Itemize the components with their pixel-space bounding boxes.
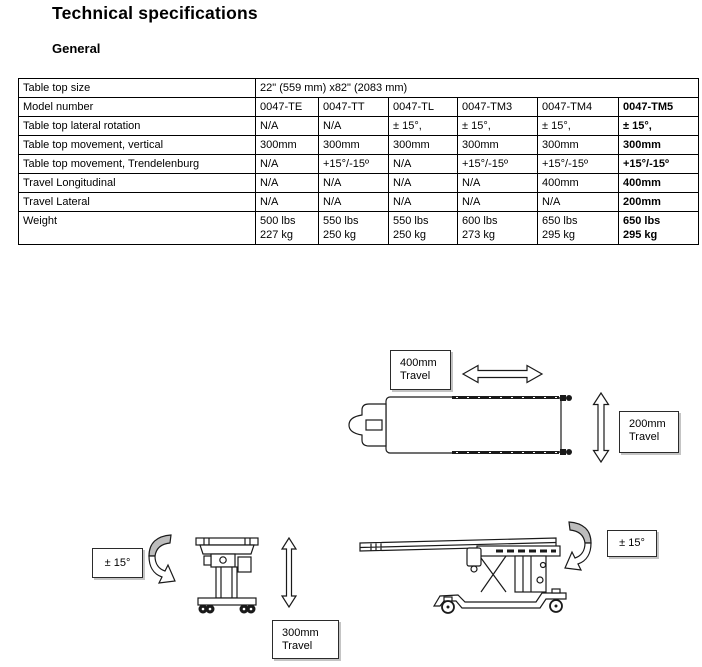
trendelenburg-degrees-label: ± 15° xyxy=(607,530,657,557)
table-row-size: Table top size 22" (559 mm) x82" (2083 m… xyxy=(18,78,700,98)
weight-lbs: 550 lbs xyxy=(393,215,429,227)
weight-lbs: 550 lbs xyxy=(323,215,359,227)
spec-cell: N/A xyxy=(318,192,389,212)
spec-cell: 300mm xyxy=(537,135,619,155)
weight-lbs: 600 lbs xyxy=(462,215,498,227)
row-label: Table top lateral rotation xyxy=(18,116,256,136)
spec-cell: 500 lbs 227 kg xyxy=(255,211,319,245)
spec-cell: ± 15°, xyxy=(617,116,700,136)
spec-cell: 0047-TM4 xyxy=(537,97,619,117)
spec-cell: 0047-TE xyxy=(255,97,319,117)
spec-cell: N/A xyxy=(388,173,458,193)
spec-cell: 650 lbs 295 kg xyxy=(537,211,619,245)
spec-cell: 300mm xyxy=(388,135,458,155)
spec-cell: N/A xyxy=(255,154,319,174)
vertical-travel-arrow-icon xyxy=(280,536,298,609)
spec-cell: N/A xyxy=(457,192,538,212)
longitudinal-travel-arrow-icon xyxy=(461,364,544,384)
table-row-travel-longitudinal: Travel Longitudinal N/A N/A N/A N/A 400m… xyxy=(18,173,700,193)
weight-lbs: 650 lbs xyxy=(623,215,661,227)
weight-kg: 295 kg xyxy=(542,229,576,241)
section-heading: General xyxy=(52,41,101,56)
table-row-weight: Weight 500 lbs 227 kg 550 lbs 250 kg 550… xyxy=(18,211,700,245)
spec-cell: 300mm xyxy=(255,135,319,155)
spec-cell: +15°/-15º xyxy=(457,154,538,174)
weight-kg: 250 kg xyxy=(323,229,357,241)
weight-lbs: 650 lbs xyxy=(542,215,578,227)
row-label: Travel Lateral xyxy=(18,192,256,212)
weight-kg: 295 kg xyxy=(623,229,658,241)
spec-cell: N/A xyxy=(318,173,389,193)
spec-cell: ± 15°, xyxy=(388,116,458,136)
weight-kg: 250 kg xyxy=(393,229,427,241)
caster-icon xyxy=(441,588,563,614)
page-title: Technical specifications xyxy=(52,3,258,23)
lateral-travel-label: 200mm Travel xyxy=(619,411,679,453)
longitudinal-travel-label: 400mm Travel xyxy=(390,350,451,390)
spec-cell: N/A xyxy=(255,192,319,212)
spec-cell: ± 15°, xyxy=(537,116,619,136)
specifications-table: Table top size 22" (559 mm) x82" (2083 m… xyxy=(18,78,700,245)
spec-cell: ± 15°, xyxy=(457,116,538,136)
weight-kg: 227 kg xyxy=(260,229,294,241)
wheel-icon xyxy=(198,604,256,614)
weight-kg: 273 kg xyxy=(462,229,496,241)
spec-cell: 300mm xyxy=(318,135,389,155)
spec-cell: N/A xyxy=(255,173,319,193)
spec-cell: N/A xyxy=(457,173,538,193)
spec-cell: N/A xyxy=(255,116,319,136)
row-label: Travel Longitudinal xyxy=(18,173,256,193)
table-row-model: Model number 0047-TE 0047-TT 0047-TL 004… xyxy=(18,97,700,117)
spec-cell: N/A xyxy=(388,154,458,174)
spec-cell: 0047-TM3 xyxy=(457,97,538,117)
rotation-arrow-right-icon xyxy=(564,521,592,571)
table-end-view-drawing xyxy=(195,536,298,614)
table-row-lateral-rotation: Table top lateral rotation N/A N/A ± 15°… xyxy=(18,116,700,136)
row-label: Weight xyxy=(18,211,256,245)
table-top-view-drawing xyxy=(348,364,610,464)
spec-cell: 22" (559 mm) x82" (2083 mm) xyxy=(254,78,700,98)
spec-cell: 0047-TM5 xyxy=(617,97,700,117)
spec-cell: 0047-TL xyxy=(388,97,458,117)
spec-cell: +15°/-15º xyxy=(318,154,389,174)
table-side-view-drawing xyxy=(359,537,567,614)
weight-lbs: 500 lbs xyxy=(260,215,296,227)
spec-cell: 200mm xyxy=(617,192,700,212)
spec-cell: 650 lbs 295 kg xyxy=(617,211,700,245)
spec-cell: 0047-TT xyxy=(318,97,389,117)
spec-cell: 300mm xyxy=(457,135,538,155)
row-label: Model number xyxy=(18,97,256,117)
lateral-rotation-degrees-label: ± 15° xyxy=(92,548,143,578)
spec-cell: +15°/-15º xyxy=(617,154,700,174)
spec-cell: 400mm xyxy=(617,173,700,193)
rotation-arrow-left-icon xyxy=(148,534,176,584)
table-row-travel-lateral: Travel Lateral N/A N/A N/A N/A N/A 200mm xyxy=(18,192,700,212)
table-row-trendelenburg: Table top movement, Trendelenburg N/A +1… xyxy=(18,154,700,174)
caster-stub-icon xyxy=(560,395,572,455)
lateral-travel-arrow-icon xyxy=(592,391,610,464)
row-label: Table top size xyxy=(18,78,256,98)
table-row-vertical-movement: Table top movement, vertical 300mm 300mm… xyxy=(18,135,700,155)
spec-cell: 550 lbs 250 kg xyxy=(388,211,458,245)
spec-cell: N/A xyxy=(537,192,619,212)
spec-cell: +15°/-15º xyxy=(537,154,619,174)
spec-cell: 550 lbs 250 kg xyxy=(318,211,389,245)
vertical-travel-label: 300mm Travel xyxy=(272,620,339,659)
row-label: Table top movement, Trendelenburg xyxy=(18,154,256,174)
diagrams-canvas xyxy=(148,364,610,614)
spec-cell: 400mm xyxy=(537,173,619,193)
spec-cell: 300mm xyxy=(617,135,700,155)
spec-cell: N/A xyxy=(318,116,389,136)
row-label: Table top movement, vertical xyxy=(18,135,256,155)
spec-cell: 600 lbs 273 kg xyxy=(457,211,538,245)
spec-cell: N/A xyxy=(388,192,458,212)
